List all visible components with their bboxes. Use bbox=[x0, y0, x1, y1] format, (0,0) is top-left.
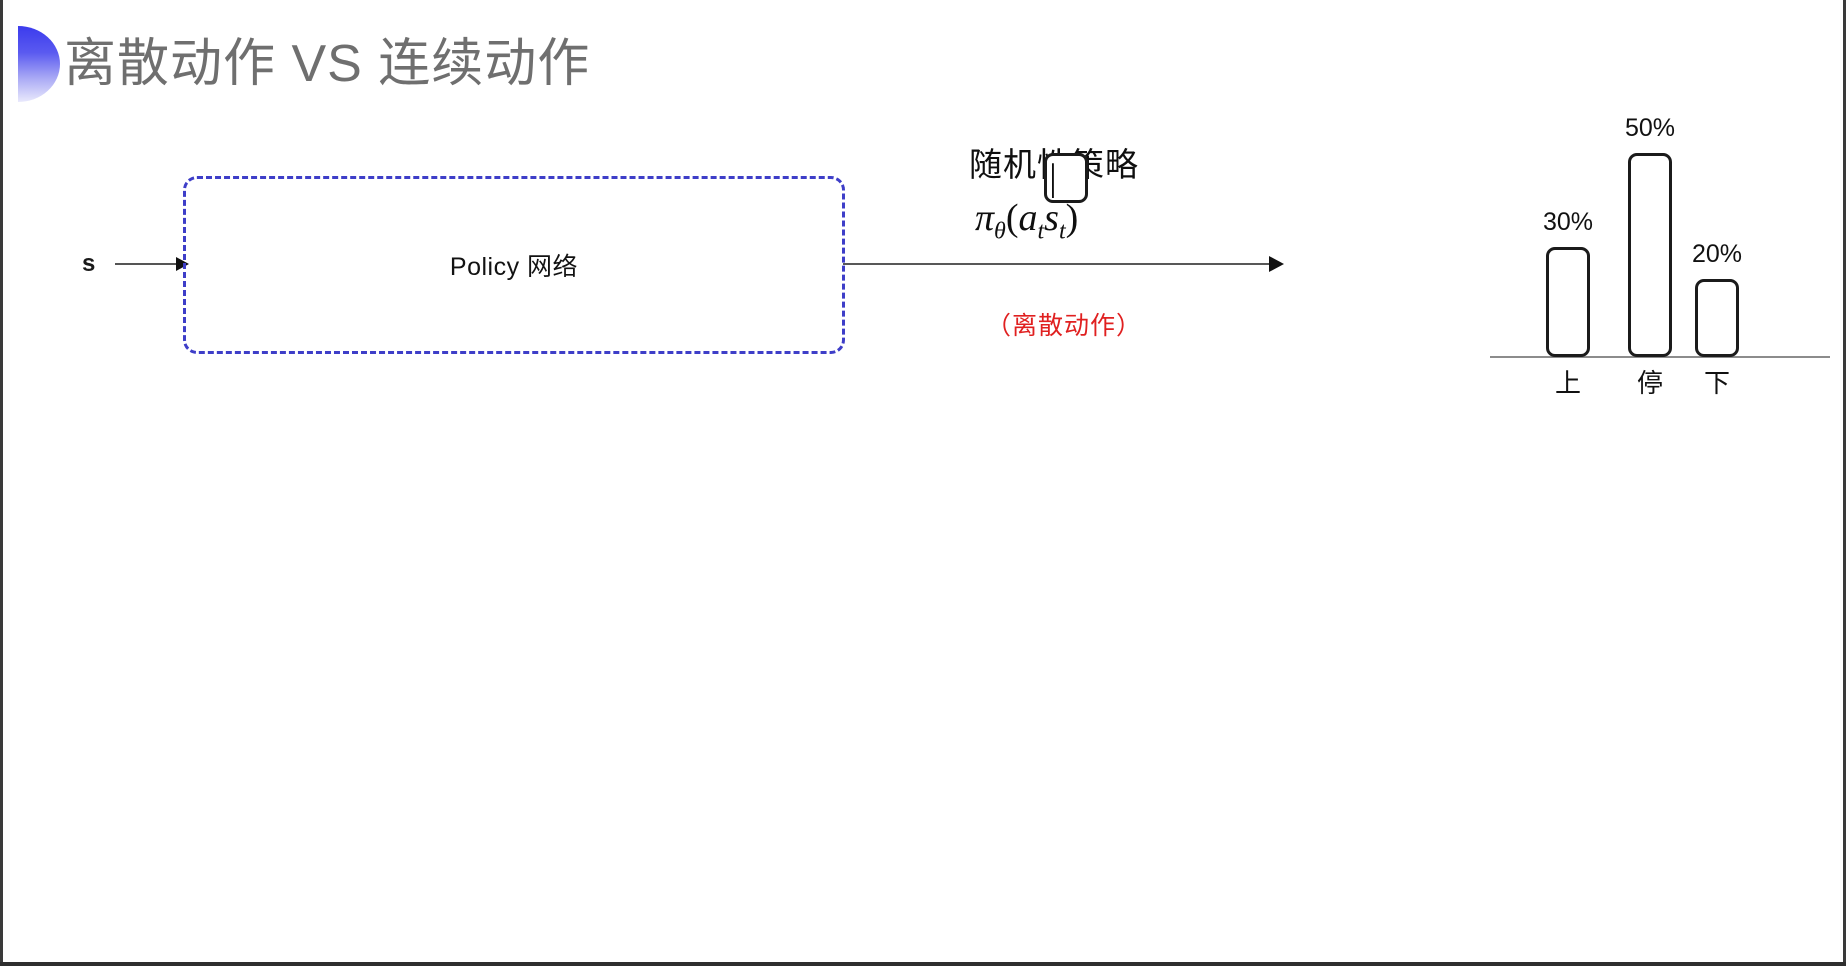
state-label-discrete: s bbox=[82, 250, 96, 277]
formula-open-paren: ( bbox=[1005, 197, 1019, 239]
bar-value-label-0: 30% bbox=[1542, 208, 1594, 236]
page-title: 离散动作 VS 连续动作 bbox=[64, 35, 591, 93]
note-discrete-action: （离散动作） bbox=[986, 312, 1143, 340]
input-arrow-discrete bbox=[115, 257, 189, 271]
bar-category-1 bbox=[1628, 153, 1672, 357]
policy-network-box-discrete[interactable]: Policy 网络 bbox=[183, 176, 845, 354]
formula-fn: π bbox=[975, 197, 995, 239]
bar-category-0 bbox=[1546, 247, 1590, 357]
slide-right-edge bbox=[1843, 0, 1846, 966]
formula-conditional-bar: | bbox=[1044, 152, 1089, 203]
chart-baseline-axis bbox=[1490, 356, 1830, 358]
continuous-action-row: s Policy 网络 确定性策略 μθ(st) （连续动作） bbox=[0, 480, 1846, 966]
policy-network-label-discrete: Policy 网络 bbox=[449, 253, 579, 281]
formula-arg2-sub: t bbox=[1058, 218, 1066, 245]
action-probability-bar-chart: 30% 上 50% 停 20% 下 bbox=[1490, 100, 1830, 400]
formula-arg1: a bbox=[1018, 197, 1038, 239]
discrete-action-row: s Policy 网络 随机性策略 πθ(at|st) （离散动作） 30% 上… bbox=[0, 0, 1846, 480]
bar-category-label-2: 下 bbox=[1703, 368, 1730, 398]
formula-stochastic-policy: πθ(at |st) bbox=[975, 152, 1089, 246]
bar-category-2 bbox=[1695, 279, 1739, 357]
formula-close-paren: ) bbox=[1065, 197, 1079, 239]
bar-category-label-1: 停 bbox=[1636, 368, 1663, 398]
bar-value-label-2: 20% bbox=[1691, 240, 1743, 268]
formula-arg1-sub: t bbox=[1037, 218, 1045, 245]
bar-category-label-0: 上 bbox=[1554, 368, 1581, 398]
bar-value-label-1: 50% bbox=[1624, 114, 1676, 142]
output-arrow-discrete bbox=[843, 256, 1284, 272]
slide-left-edge bbox=[0, 0, 3, 966]
formula-fn-sub: θ bbox=[994, 218, 1006, 245]
slide-bottom-edge bbox=[0, 962, 1846, 966]
formula-arg2: s bbox=[1044, 197, 1059, 239]
